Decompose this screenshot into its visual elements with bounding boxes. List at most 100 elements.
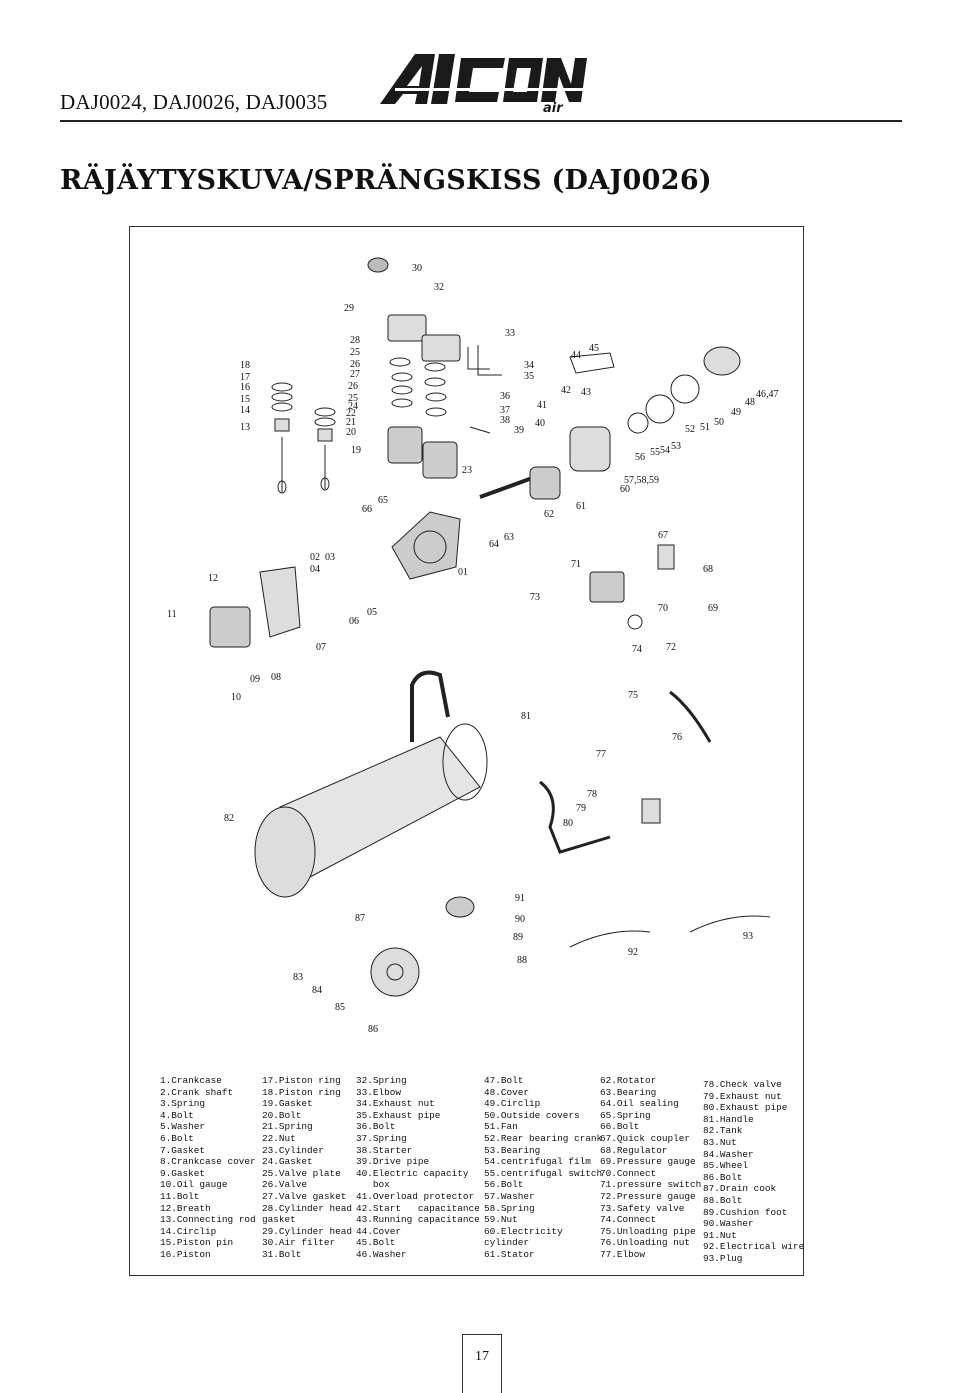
callout-label: 35 [524,371,534,382]
callout-label: 64 [489,539,499,550]
callout-label: 10 [231,692,241,703]
callout-label: 75 [628,690,638,701]
page-number-box: 17 [462,1334,502,1393]
callout-label: 15 [240,394,250,405]
callout-label: 27 [350,369,360,380]
callout-label: 74 [632,644,642,655]
callout-label: 46,47 [756,389,779,400]
callout-label: 83 [293,972,303,983]
callout-label: 26 [350,359,360,370]
document-model-codes: DAJ0024, DAJ0026, DAJ0035 [60,90,328,114]
callout-label: 21 [346,417,356,428]
callout-label: 57,58,59 [624,475,659,486]
callout-label: 49 [731,407,741,418]
callout-label: 87 [355,913,365,924]
callout-label: 30 [412,263,422,274]
callout-label: 43 [581,387,591,398]
callout-label: 69 [708,603,718,614]
callout-label: 05 [367,607,377,618]
callout-label: 24 [348,401,358,412]
callout-label: 60 [620,484,630,495]
callout-label: 34 [524,360,534,371]
callout-label: 16 [240,382,250,393]
callout-label: 33 [505,328,515,339]
exploded-view-figure: 30 32 29 33 28 25 26 27 26 25 24 22 21 2… [129,226,804,1276]
callout-label: 66 [362,504,372,515]
callout-label: 67 [658,530,668,541]
callout-label: 72 [666,642,676,653]
callout-label: 70 [658,603,668,614]
callout-label: 81 [521,711,531,722]
callout-label: 50 [714,417,724,428]
callout-label: 41 [537,400,547,411]
callout-label: 89 [513,932,523,943]
callout-label: 09 [250,674,260,685]
callout-label: 52 [685,424,695,435]
aicon-air-logo: air [380,54,590,114]
callout-label: 13 [240,422,250,433]
callout-label: 20 [346,427,356,438]
callout-label: 07 [316,642,326,653]
header-rule [60,120,902,122]
callout-label: 42 [561,385,571,396]
callout-label: 11 [167,609,177,620]
callout-label: 62 [544,509,554,520]
callout-label: 19 [351,445,361,456]
callout-label: 82 [224,813,234,824]
callout-label: 93 [743,931,753,942]
callout-label: 92 [628,947,638,958]
callout-label: 29 [344,303,354,314]
callout-label: 28 [350,335,360,346]
callout-label: 84 [312,985,322,996]
callout-label: 08 [271,672,281,683]
callout-label: 03 [325,552,335,563]
callout-label: 65 [378,495,388,506]
callout-label: 18 [240,360,250,371]
callout-label: 32 [434,282,444,293]
callout-label: 61 [576,501,586,512]
callout-label: 25 [348,393,358,404]
callout-label: 55 [650,447,660,458]
callout-label: 71 [571,559,581,570]
callout-label: 56 [635,452,645,463]
page-title: RÄJÄYTYSKUVA/SPRÄNGSKISS (DAJ0026) [60,165,712,196]
callout-label: 25 [350,347,360,358]
callout-label: 73 [530,592,540,603]
callout-label: 91 [515,893,525,904]
callout-label: 23 [462,465,472,476]
callout-label: 26 [348,381,358,392]
callout-label: 14 [240,405,250,416]
callout-label: 44 [571,350,581,361]
callout-label: 12 [208,573,218,584]
callout-label: 04 [310,564,320,575]
callout-label: 63 [504,532,514,543]
callout-label: 02 [310,552,320,563]
callout-label: 80 [563,818,573,829]
callout-label: 78 [587,789,597,800]
callout-label: 68 [703,564,713,575]
callout-label: 54 [660,445,670,456]
callout-label: 86 [368,1024,378,1035]
callout-label: 38 [500,415,510,426]
callout-label: 90 [515,914,525,925]
callout-label: 40 [535,418,545,429]
callout-label: 01 [458,567,468,578]
callout-label: 36 [500,391,510,402]
callout-label: 53 [671,441,681,452]
callout-label: 17 [240,372,250,383]
callout-label: 76 [672,732,682,743]
callout-label: 88 [517,955,527,966]
callout-label: 48 [745,397,755,408]
exploded-diagram: 30 32 29 33 28 25 26 27 26 25 24 22 21 2… [167,257,779,1035]
logo-sub-text: air [543,101,564,114]
callout-label: 85 [335,1002,345,1013]
callout-label: 39 [514,425,524,436]
callout-label: 22 [346,408,356,419]
